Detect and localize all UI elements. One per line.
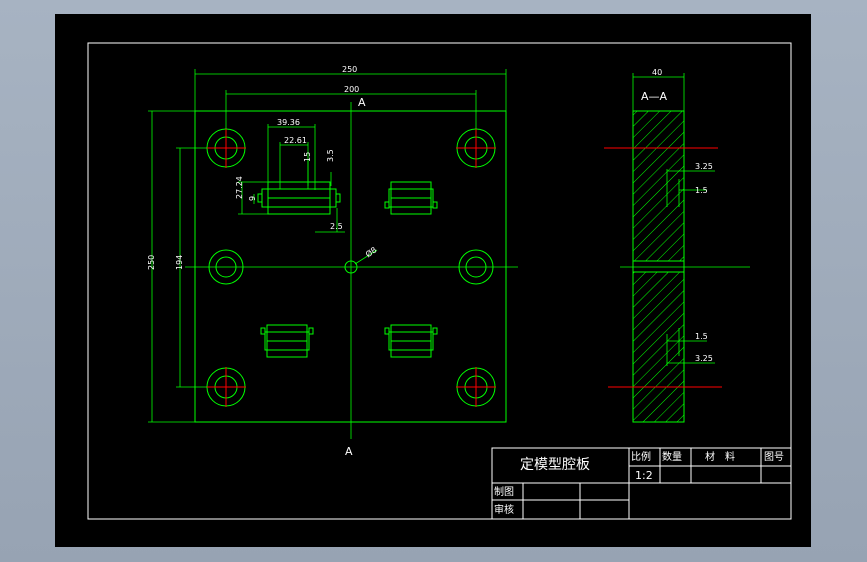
dim-section-step-bottom: 3.25 [695, 354, 713, 363]
dim-cavity-depth-b: 3.5 [326, 149, 335, 162]
center-sprue-hole [344, 260, 358, 274]
dim-cavity-width-outer: 39.36 [277, 118, 300, 127]
dim-section-step-top: 3.25 [695, 162, 713, 171]
section-detail-top [666, 169, 715, 207]
dim-cavity-offset: 2.5 [330, 222, 343, 231]
guide-hole-top-left [206, 128, 246, 168]
screw-hole-right [458, 249, 494, 285]
cavity-bottom-right [384, 324, 438, 358]
cavity-top-right [384, 181, 438, 215]
dim-section-depth-top: 1.5 [695, 186, 708, 195]
dim-section-depth-bottom: 1.5 [695, 332, 708, 341]
drawing-sheet: Ø8 [87, 42, 792, 520]
drawn-by-label: 制图 [494, 485, 514, 498]
part-name: 定模型腔板 [520, 457, 590, 473]
scale-label: 比例 [631, 450, 651, 463]
dim-overall-height: 250 [147, 255, 156, 270]
dim-plate-thickness: 40 [652, 68, 662, 77]
guide-hole-bottom-left [206, 367, 246, 407]
plate-outline [194, 110, 507, 423]
drawing-no-label: 图号 [764, 451, 784, 463]
dim-hole-spacing-x: 200 [344, 85, 359, 94]
sheet-border [87, 42, 792, 520]
screw-hole-left [208, 249, 244, 285]
dim-cavity-depth-a: 15 [303, 152, 312, 162]
section-marker-top: A [358, 96, 366, 109]
scale-value: 1:2 [635, 469, 653, 482]
material-label: 材 料 [705, 450, 735, 463]
guide-hole-bottom-right [456, 367, 496, 407]
cavity-bottom-left [260, 324, 314, 358]
section-view: 40 A—A 3.25 1.5 1.5 3.25 [604, 68, 750, 423]
dim-cavity-height-inner: 9 [248, 196, 257, 201]
guide-hole-top-right [456, 128, 496, 168]
section-title: A—A [641, 90, 668, 103]
plan-view: Ø8 [147, 65, 518, 458]
dim-hole-spacing-y: 194 [175, 255, 184, 270]
quantity-label: 数量 [662, 450, 682, 463]
reviewed-by-label: 审核 [494, 503, 514, 516]
section-center-gap [632, 260, 685, 273]
title-block [491, 447, 792, 520]
dimension-lines [148, 69, 507, 423]
center-hole-leader [354, 249, 378, 265]
section-detail-bottom [666, 328, 715, 366]
section-hatch-upper [632, 110, 685, 262]
section-marker-bottom: A [345, 445, 353, 458]
section-hatch-lower [632, 271, 685, 423]
dim-cavity-width-inner: 22.61 [284, 136, 307, 145]
cad-viewport[interactable]: Ø8 [55, 14, 811, 547]
cavity-top-left [257, 181, 341, 215]
dim-cavity-height-outer: 27.24 [235, 176, 244, 199]
dim-overall-width: 250 [342, 65, 357, 74]
